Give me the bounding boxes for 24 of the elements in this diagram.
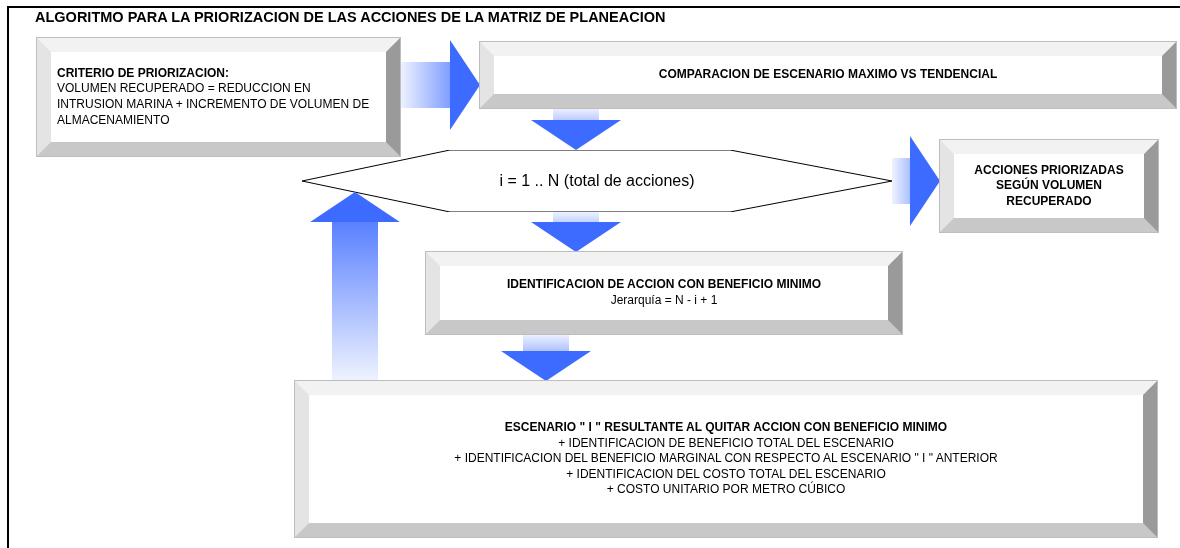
process-box [37, 38, 400, 156]
box-heading: ESCENARIO " I " RESULTANTE AL QUITAR ACCION CON BENEFICIO MINIMO [504, 420, 948, 436]
diagram-title: ALGORITMO PARA LA PRIORIZACION DE LAS ACCIONES DE LA MATRIZ DE PLANEACION [35, 9, 666, 25]
process-box [295, 381, 1157, 537]
box-text: VOLUMEN RECUPERADO = REDUCCION EN INTRUSION MARINA + INCREMENTO DE VOLUMEN DE ALMACENAMIENTO [57, 81, 371, 129]
loop-hexagon [302, 150, 892, 212]
arrow [400, 40, 480, 130]
box-text: Jerarquía = N - i + 1 [610, 293, 718, 309]
box-heading: i = 1 .. N (total de acciones) [499, 170, 695, 191]
box-text: + COSTO UNITARIO POR METRO CÚBICO [606, 482, 846, 498]
arrow [501, 334, 591, 381]
box-heading: ACCIONES PRIORIZADAS SEGÚN VOLUMEN RECUPERADO [973, 162, 1125, 210]
box-heading: IDENTIFICACION DE ACCION CON BENEFICIO MINIMO [506, 277, 822, 293]
arrow [310, 192, 400, 381]
arrow [892, 136, 940, 226]
process-box [426, 252, 902, 334]
process-box [940, 140, 1158, 232]
box-text: + IDENTIFICACION DEL COSTO TOTAL DEL ESCENARIO [566, 466, 886, 481]
arrow [531, 108, 621, 150]
box-text: + IDENTIFICACION DE BENEFICIO TOTAL DEL ESCENARIO [558, 435, 894, 452]
box-heading: CRITERIO DE PRIORIZACION: [57, 65, 229, 82]
process-box [480, 42, 1176, 108]
box-text: + IDENTIFICACION DEL BENEFICIO MARGINAL CON RESPECTO AL ESCENARIO " I " ANTERIOR [454, 451, 998, 467]
box-heading: COMPARACION DE ESCENARIO MAXIMO VS TENDENCIAL [658, 67, 998, 83]
